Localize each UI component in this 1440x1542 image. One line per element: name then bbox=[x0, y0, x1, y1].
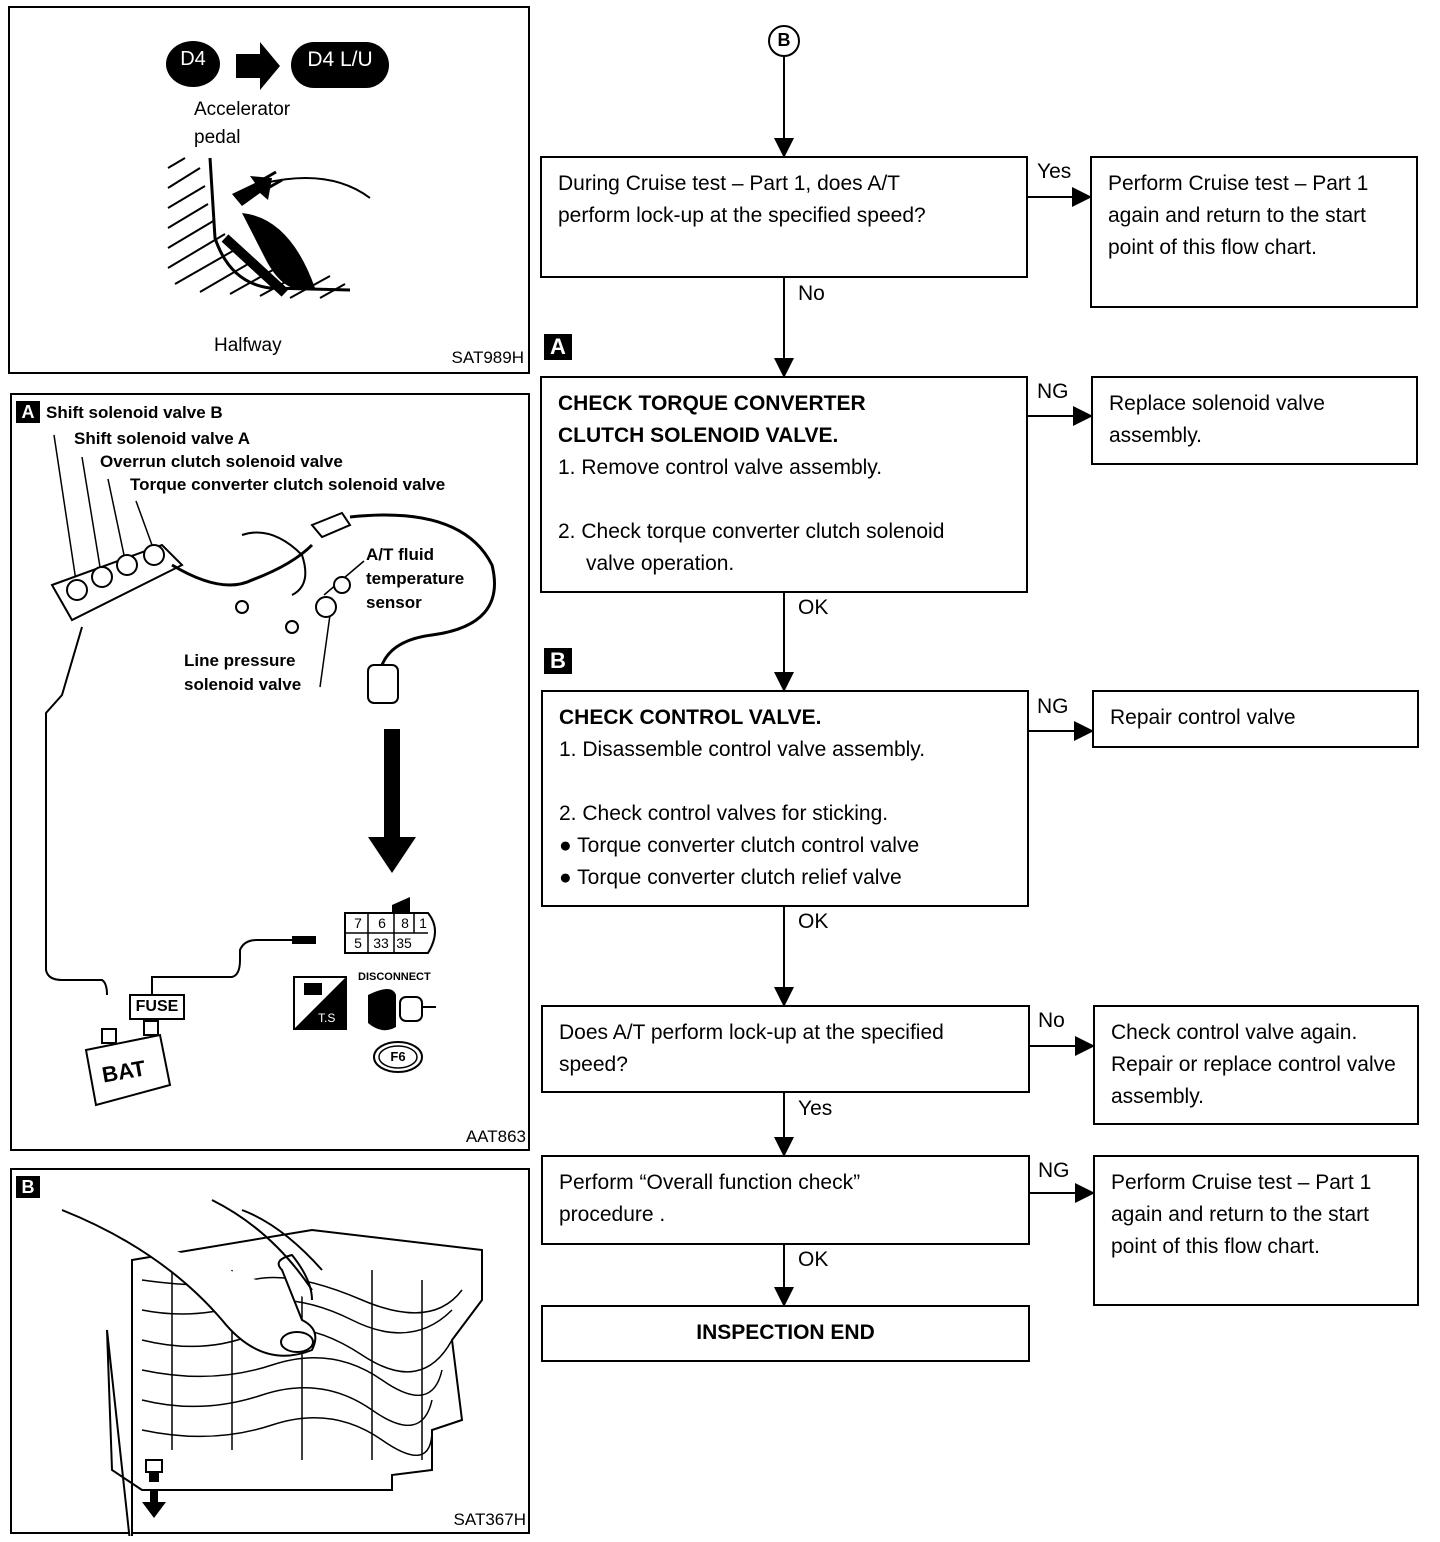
accelerator-label: Accelerator bbox=[194, 99, 291, 120]
step-tag-b: B bbox=[544, 648, 572, 674]
ok-label: OK bbox=[798, 596, 829, 619]
bullet-text: Torque converter clutch relief valve bbox=[577, 866, 902, 889]
question-text: During Cruise test – Part 1, does A/T pe… bbox=[558, 172, 926, 227]
ok-label: OK bbox=[798, 1248, 829, 1271]
ts-label: T.S bbox=[318, 1011, 336, 1025]
line-pressure-label-1: Line pressure bbox=[184, 651, 296, 670]
check-title: CHECK CONTROL VALVE. bbox=[559, 706, 822, 729]
box-text: Replace solenoid valve assembly. bbox=[1109, 392, 1325, 447]
d4-lockup-badge-label: D4 L/U bbox=[307, 48, 373, 71]
cruise-test-question: During Cruise test – Part 1, does A/T pe… bbox=[540, 156, 1028, 278]
accelerator-panel: D4 D4 L/U Accelerator pedal Halfway SAT9… bbox=[8, 6, 530, 374]
cruise-retest-box: Perform Cruise test – Part 1 again and r… bbox=[1090, 156, 1418, 308]
fluid-sensor-label-3: sensor bbox=[366, 593, 422, 612]
yes-label: Yes bbox=[798, 1097, 833, 1120]
start-marker-label: B bbox=[777, 30, 791, 50]
no-label: No bbox=[1038, 1009, 1065, 1032]
check-title-line-1: CHECK TORQUE CONVERTER bbox=[558, 392, 866, 415]
connector-pin: 33 bbox=[373, 935, 389, 951]
yes-label: Yes bbox=[1037, 160, 1072, 183]
ng-label: NG bbox=[1037, 380, 1069, 403]
inspection-end-box: INSPECTION END bbox=[541, 1305, 1030, 1362]
box-text: Perform Cruise test – Part 1 again and r… bbox=[1108, 172, 1369, 259]
cruise-retest-box-2: Perform Cruise test – Part 1 again and r… bbox=[1093, 1155, 1419, 1306]
overall-function-check-box: Perform “Overall function check” procedu… bbox=[541, 1155, 1030, 1245]
overrun-solenoid-label: Overrun clutch solenoid valve bbox=[100, 452, 343, 471]
ng-label: NG bbox=[1037, 695, 1069, 718]
shift-solenoid-b-label: Shift solenoid valve B bbox=[46, 403, 223, 422]
control-valve-illustration bbox=[61, 1199, 483, 1536]
shift-solenoid-a-label: Shift solenoid valve A bbox=[74, 429, 251, 448]
fluid-sensor-label-2: temperature bbox=[366, 569, 465, 588]
panel-tag-a: A bbox=[16, 401, 40, 423]
check-step-1: 1. Disassemble control valve assembly. bbox=[559, 738, 926, 761]
figure-code: SAT989H bbox=[451, 348, 524, 367]
solenoid-wiring-panel: A bbox=[10, 393, 530, 1151]
figure-code: SAT367H bbox=[453, 1510, 526, 1529]
recheck-control-valve-box: Check control valve again. Repair or rep… bbox=[1093, 1005, 1419, 1125]
tcc-solenoid-label: Torque converter clutch solenoid valve bbox=[130, 475, 446, 494]
check-step-2: 2. Check control valves for sticking. bbox=[559, 802, 889, 825]
disconnect-label: DISCONNECT bbox=[358, 971, 431, 983]
check-step-2: 2. Check torque converter clutch solenoi… bbox=[558, 520, 945, 543]
bullet-icon: ● bbox=[559, 866, 572, 889]
f6-label: F6 bbox=[390, 1049, 406, 1064]
box-text: Check control valve again. Repair or rep… bbox=[1111, 1021, 1396, 1108]
no-label: No bbox=[798, 282, 825, 305]
connector-pin: 6 bbox=[378, 915, 386, 931]
step-tag-a: A bbox=[544, 334, 572, 360]
check-control-valve-box: CHECK CONTROL VALVE. 1. Disassemble cont… bbox=[541, 690, 1029, 907]
connector-pin: 8 bbox=[401, 915, 409, 931]
ng-label: NG bbox=[1038, 1159, 1070, 1182]
end-text: INSPECTION END bbox=[696, 1321, 875, 1344]
connector-pin: 35 bbox=[396, 935, 412, 951]
connector-pin: 5 bbox=[354, 935, 362, 951]
check-step-1: 1. Remove control valve assembly. bbox=[558, 456, 883, 479]
connector-pin: 7 bbox=[354, 915, 362, 931]
fuse-label: FUSE bbox=[135, 998, 179, 1015]
d4-badge-label: D4 bbox=[180, 48, 206, 70]
fluid-sensor-label-1: A/T fluid bbox=[366, 545, 434, 564]
box-text: Perform Cruise test – Part 1 again and r… bbox=[1111, 1171, 1372, 1258]
solenoid-wiring-illustration bbox=[45, 434, 496, 1107]
lockup-question-box: Does A/T perform lock-up at the specifie… bbox=[541, 1005, 1030, 1093]
repair-control-valve-box: Repair control valve bbox=[1092, 690, 1419, 748]
figure-code: AAT863 bbox=[465, 1127, 526, 1146]
bullet-item: ● Torque converter clutch control valve bbox=[559, 830, 1011, 862]
connector-pin: 1 bbox=[419, 915, 427, 931]
replace-solenoid-box: Replace solenoid valve assembly. bbox=[1091, 376, 1418, 465]
pedal-label: pedal bbox=[194, 127, 241, 148]
check-tcc-solenoid-box: CHECK TORQUE CONVERTER CLUTCH SOLENOID V… bbox=[540, 376, 1028, 593]
accelerator-illustration bbox=[166, 41, 389, 299]
question-text: Does A/T perform lock-up at the specifie… bbox=[559, 1021, 944, 1076]
bullet-text: Torque converter clutch control valve bbox=[577, 834, 920, 857]
control-valve-panel: B SAT367H bbox=[10, 1168, 530, 1536]
check-title-line-2: CLUTCH SOLENOID VALVE. bbox=[558, 424, 839, 447]
bullet-item: ● Torque converter clutch relief valve bbox=[559, 862, 1011, 894]
bullet-icon: ● bbox=[559, 834, 572, 857]
panel-tag-b: B bbox=[16, 1176, 40, 1198]
check-step-2-cont: valve operation. bbox=[586, 552, 735, 575]
halfway-label: Halfway bbox=[214, 335, 282, 356]
ok-label: OK bbox=[798, 910, 829, 933]
box-text: Repair control valve bbox=[1110, 706, 1296, 729]
line-pressure-label-2: solenoid valve bbox=[184, 675, 302, 694]
box-text: Perform “Overall function check” procedu… bbox=[559, 1171, 861, 1226]
